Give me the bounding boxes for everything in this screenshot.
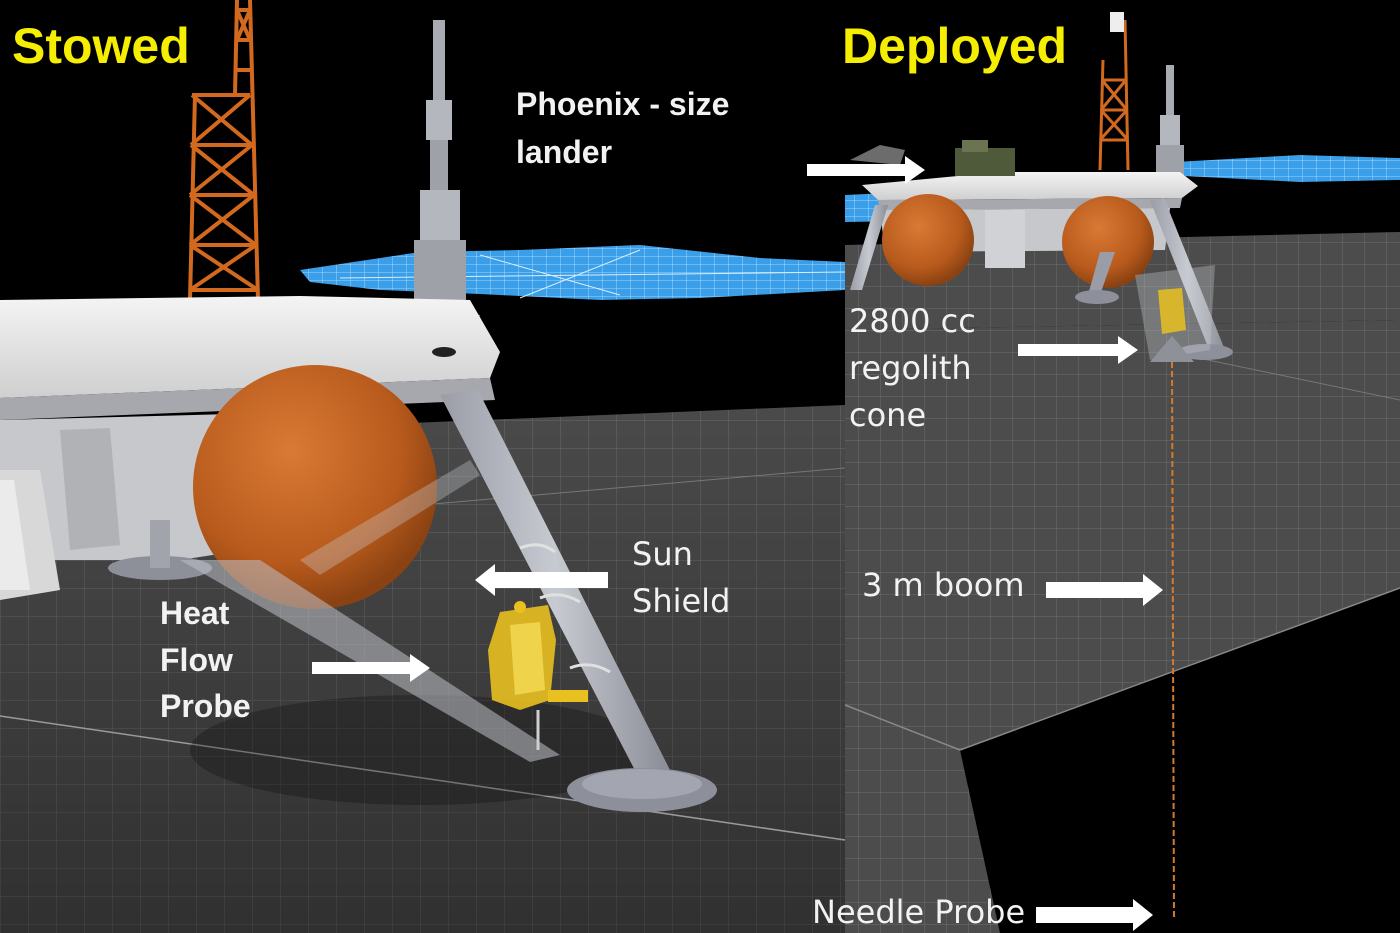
- boom-label: 3 m boom: [862, 566, 1025, 604]
- deployed-title: Deployed: [842, 18, 1068, 74]
- regolith-cone: [1150, 336, 1194, 362]
- propellant-tank: [193, 365, 437, 609]
- needle-probe-label: Needle Probe: [812, 893, 1026, 931]
- deployed-panel: [807, 12, 1400, 933]
- lander-label-line1: Phoenix - size: [516, 86, 730, 122]
- stowed-panel: [0, 0, 846, 933]
- sun-shield-label-line1: Sun: [632, 535, 693, 573]
- heat-flow-label-line2: Flow: [160, 642, 233, 678]
- cone-label-line3: cone: [849, 396, 927, 434]
- boom-line: [1171, 361, 1175, 921]
- lander-deck: [0, 296, 500, 398]
- heat-flow-label-line1: Heat: [160, 595, 230, 631]
- heat-flow-label-line3: Probe: [160, 688, 251, 724]
- sun-shield-arrow: [475, 564, 608, 596]
- stowed-title: Stowed: [12, 18, 190, 74]
- tower: [188, 0, 260, 301]
- cone-label-line1: 2800 cc: [849, 302, 976, 340]
- regolith-block: [845, 320, 1400, 750]
- boom-arrow: [1046, 574, 1163, 606]
- lander-label-line2: lander: [516, 134, 613, 170]
- deployed-deck: [862, 172, 1198, 200]
- heat-flow-probe: [488, 601, 588, 750]
- needle-arrow: [1036, 899, 1153, 931]
- lander-arrow: [807, 156, 925, 184]
- heat-flow-arrow: [312, 654, 430, 682]
- cone-label-line2: regolith: [849, 349, 972, 387]
- sun-shield-label-line2: Shield: [632, 582, 731, 620]
- cone-arrow: [1018, 336, 1138, 364]
